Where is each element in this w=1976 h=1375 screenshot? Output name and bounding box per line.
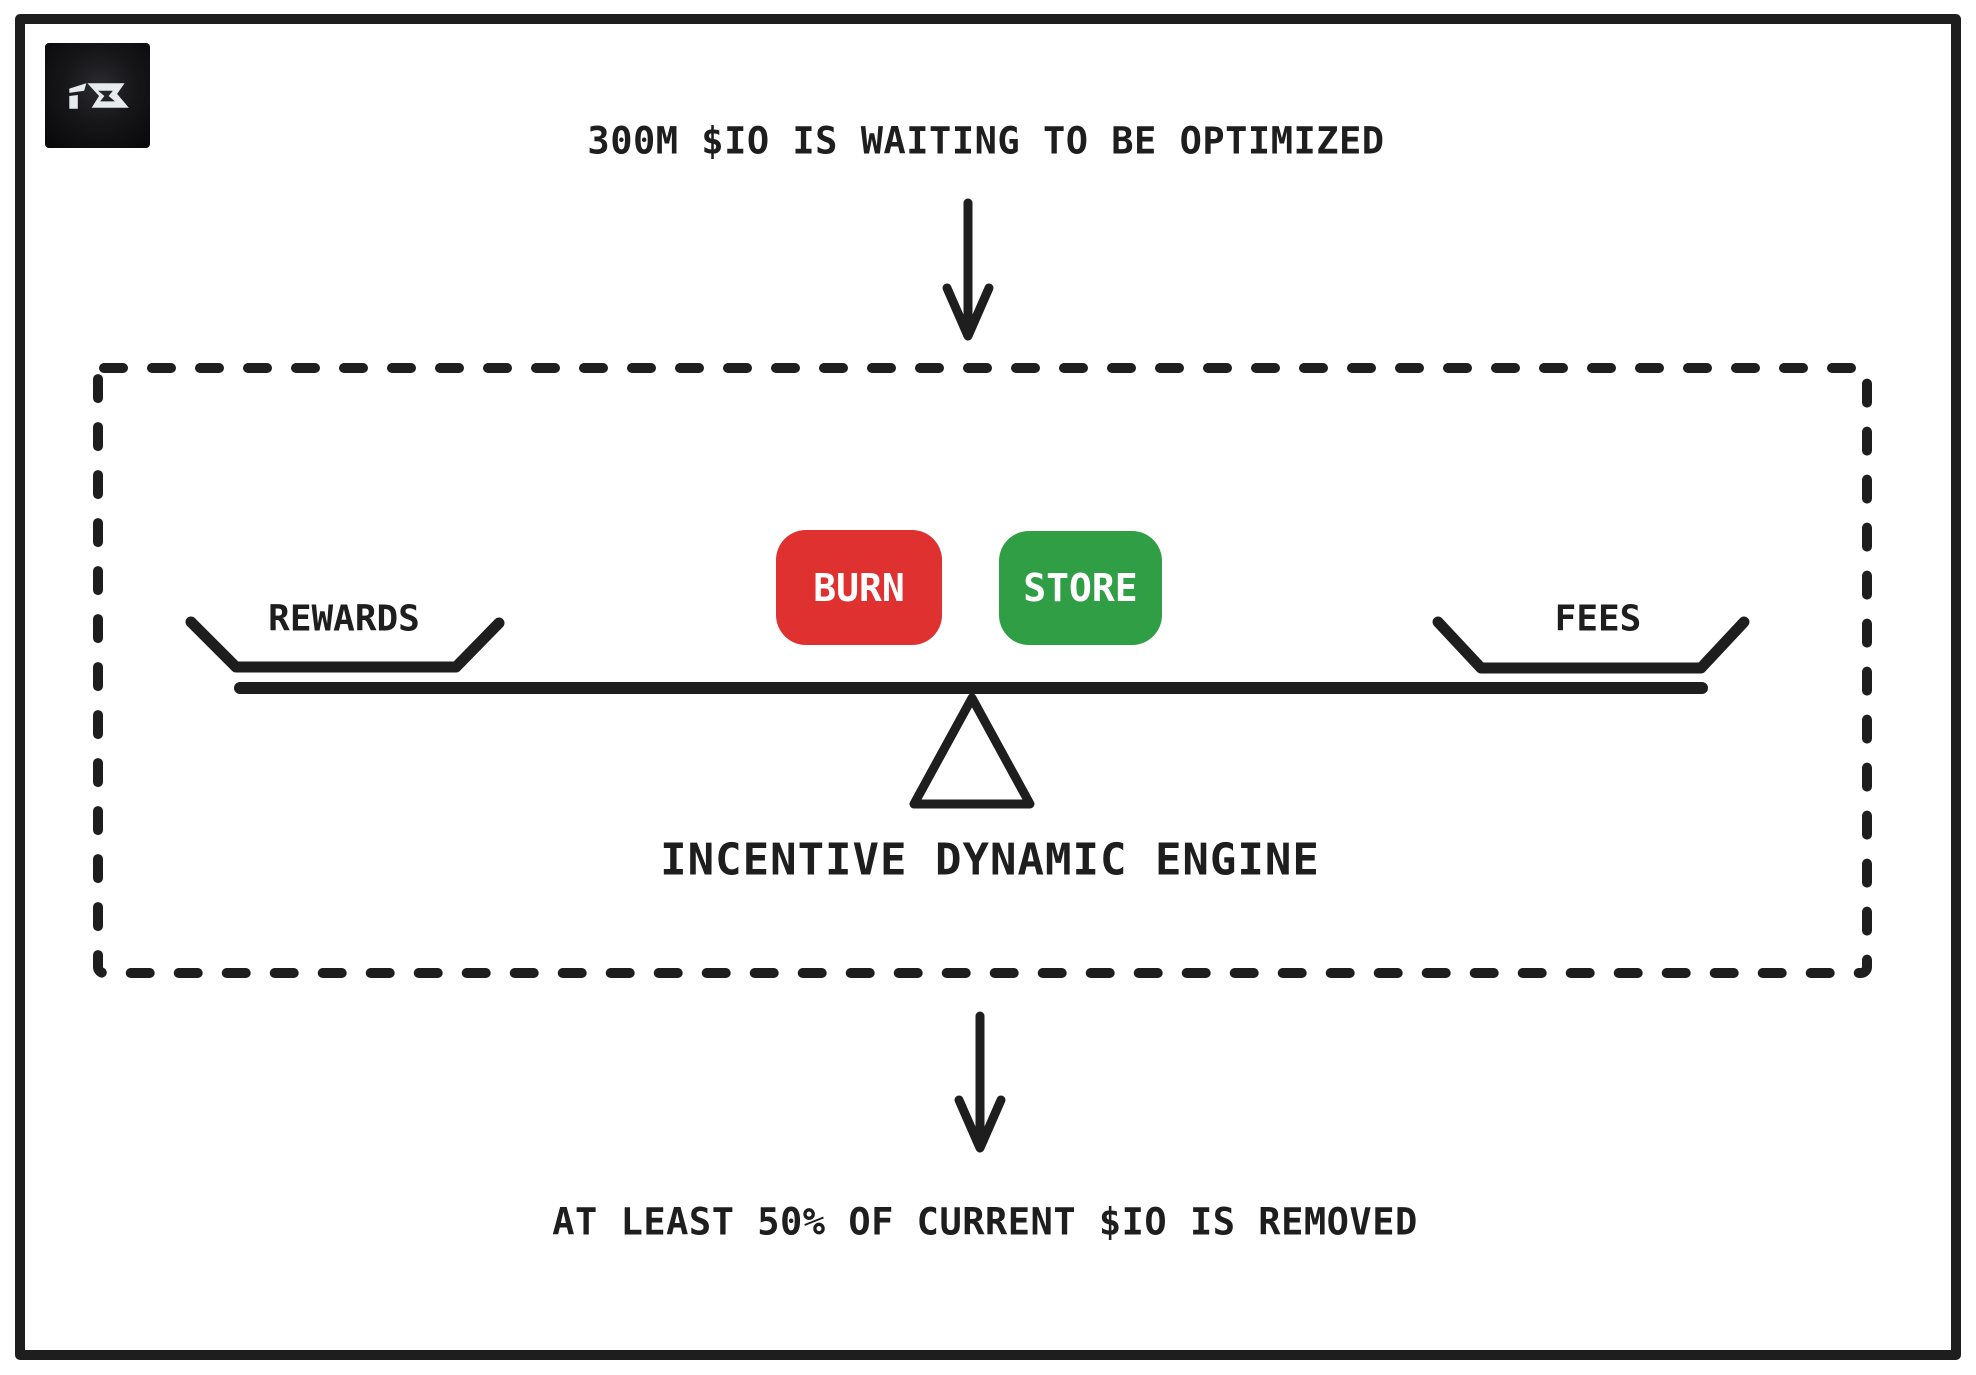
top-caption: 300M $IO IS WAITING TO BE OPTIMIZED [587,119,1385,163]
balance-scale [185,616,1750,809]
down-arrow-icon [942,198,994,341]
fulcrum-triangle [909,693,1035,809]
rewards-tray [185,616,505,673]
engine-title: INCENTIVE DYNAMIC ENGINE [660,834,1320,886]
fees-label: FEES [1554,598,1642,640]
io-logo-icon [68,82,129,109]
fees-tray [1432,616,1750,674]
io-logo [45,43,150,148]
burn-button[interactable]: BURN [776,530,942,645]
engine-box-outline [93,363,1872,978]
bottom-caption: AT LEAST 50% OF CURRENT $IO IS REMOVED [552,1200,1418,1244]
down-arrow-icon [954,1011,1006,1153]
rewards-label: REWARDS [268,598,420,640]
store-button[interactable]: STORE [999,531,1162,645]
